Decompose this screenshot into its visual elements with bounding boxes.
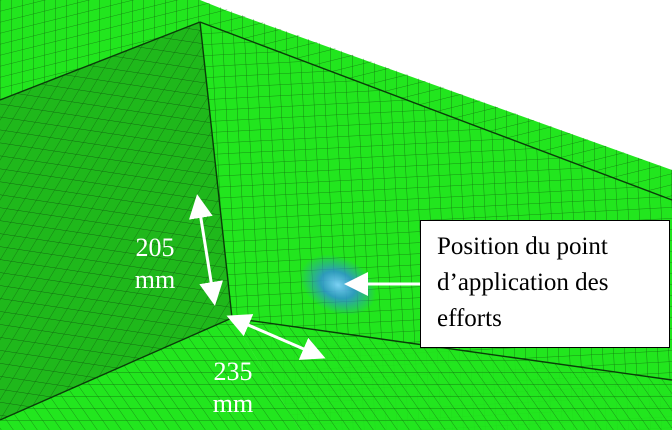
callout-line-2: d’application des bbox=[437, 269, 609, 296]
floor-plate bbox=[0, 318, 672, 430]
height-dimension-label: 205 mm bbox=[126, 232, 184, 296]
height-unit: mm bbox=[134, 265, 176, 294]
width-dimension-arrow bbox=[226, 314, 326, 360]
width-dimension-label: 235 mm bbox=[204, 356, 262, 420]
height-value: 205 bbox=[135, 233, 175, 262]
callout-line-3: efforts bbox=[437, 305, 502, 332]
width-value: 235 bbox=[213, 357, 253, 386]
load-position-callout: Position du point d’application des effo… bbox=[420, 220, 670, 348]
width-unit: mm bbox=[212, 389, 254, 418]
load-application-spot bbox=[299, 254, 377, 316]
side-wall bbox=[0, 22, 232, 420]
height-dimension-arrow bbox=[188, 194, 224, 306]
callout-line-1: Position du point bbox=[437, 233, 608, 260]
top-plate-mesh bbox=[0, 0, 672, 200]
